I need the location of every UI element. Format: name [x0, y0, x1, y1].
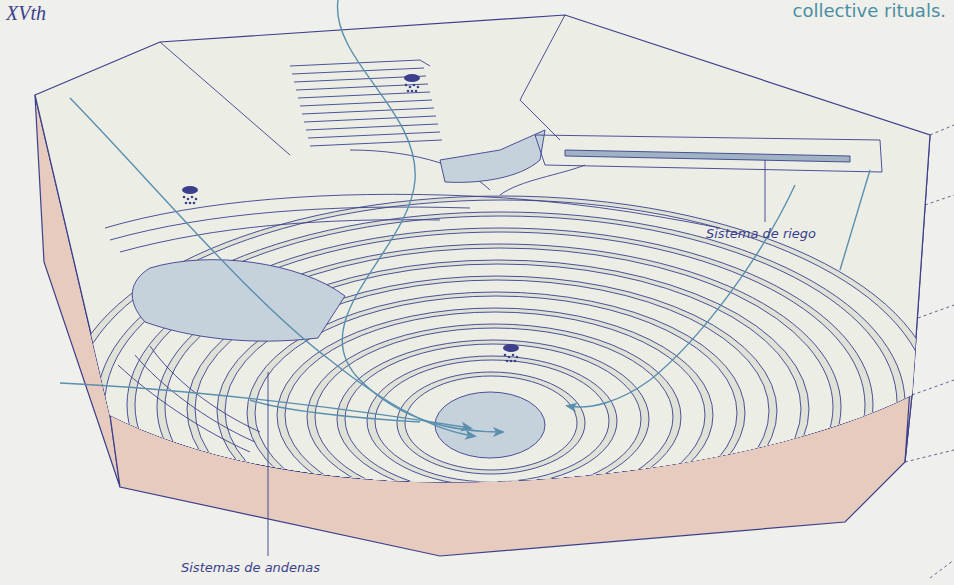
part-label: Sistema de riego — [706, 226, 816, 241]
canal-platform — [535, 135, 882, 172]
leader-line — [268, 372, 269, 556]
canal-outlet — [500, 165, 585, 195]
note-text: collective rituals. — [793, 0, 946, 21]
water-flow — [60, 0, 870, 436]
contour-lines — [105, 15, 720, 252]
leader-line — [765, 160, 766, 222]
period-label: XVth — [6, 2, 46, 25]
rain-icon — [182, 74, 519, 362]
upper-pond — [440, 130, 545, 182]
guide-lines — [905, 125, 954, 578]
irrigation-canal — [565, 150, 850, 162]
part-label: Sistemas de andenas — [181, 560, 320, 575]
terraces — [67, 196, 937, 585]
